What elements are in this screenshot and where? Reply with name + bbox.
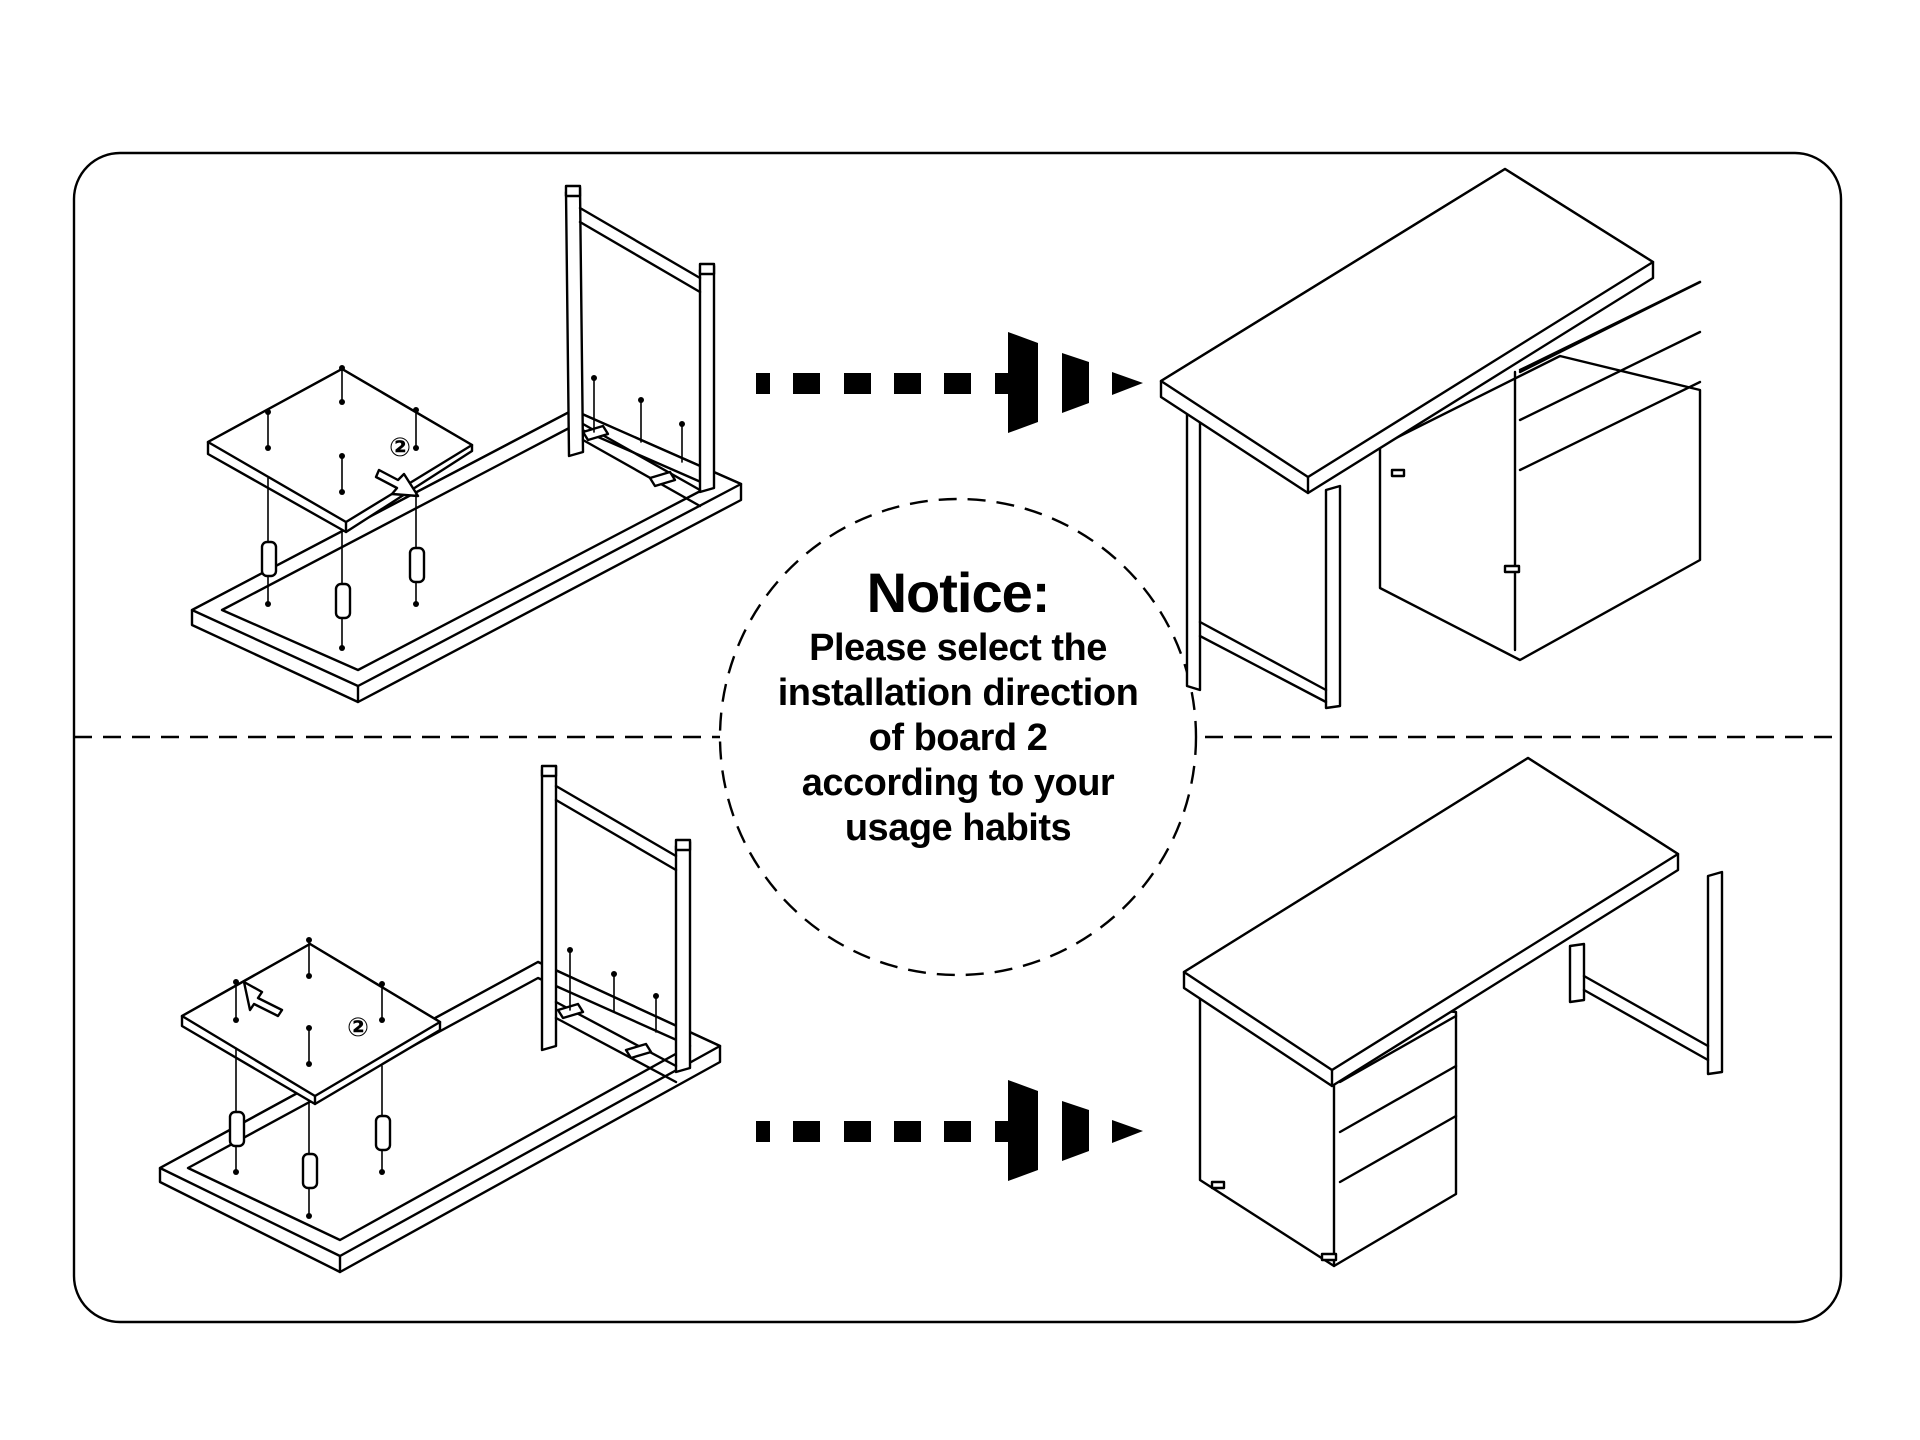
notice-circle [718,497,1198,977]
bracket-screws [556,947,659,1060]
leg-frame-upright [540,764,692,1084]
arrow-down-right-icon [374,468,420,498]
notice-title: Notice: [866,561,1051,624]
option-bottom-assembly: ② [158,764,722,1274]
dashed-arrow-right-icon [756,332,1143,433]
leg-frame-flat [158,960,722,1274]
board-2-top: ② [206,365,474,534]
notice-line: Please select the [809,627,1107,669]
spacers [260,477,426,651]
notice-line: according to your [801,762,1115,804]
arrow-up-left-icon [242,980,284,1018]
leg-frame-upright [564,184,716,508]
part-marker-2: ② [347,1013,369,1043]
notice-block: Notice: Please select the installation d… [720,560,1196,851]
option-top-assembly: ② [190,184,743,704]
desk-result-bottom [1182,756,1724,1268]
notice-line: usage habits [844,807,1072,849]
spacers [228,1047,392,1219]
desk-result-top [1159,167,1702,710]
bracket-screws [581,375,685,488]
dashed-arrow-right-icon [756,1080,1143,1181]
notice-line: installation direction [777,672,1139,714]
board-2-bottom: ② [180,937,442,1106]
part-marker-2: ② [389,433,411,463]
notice-line: of board 2 [868,717,1048,759]
